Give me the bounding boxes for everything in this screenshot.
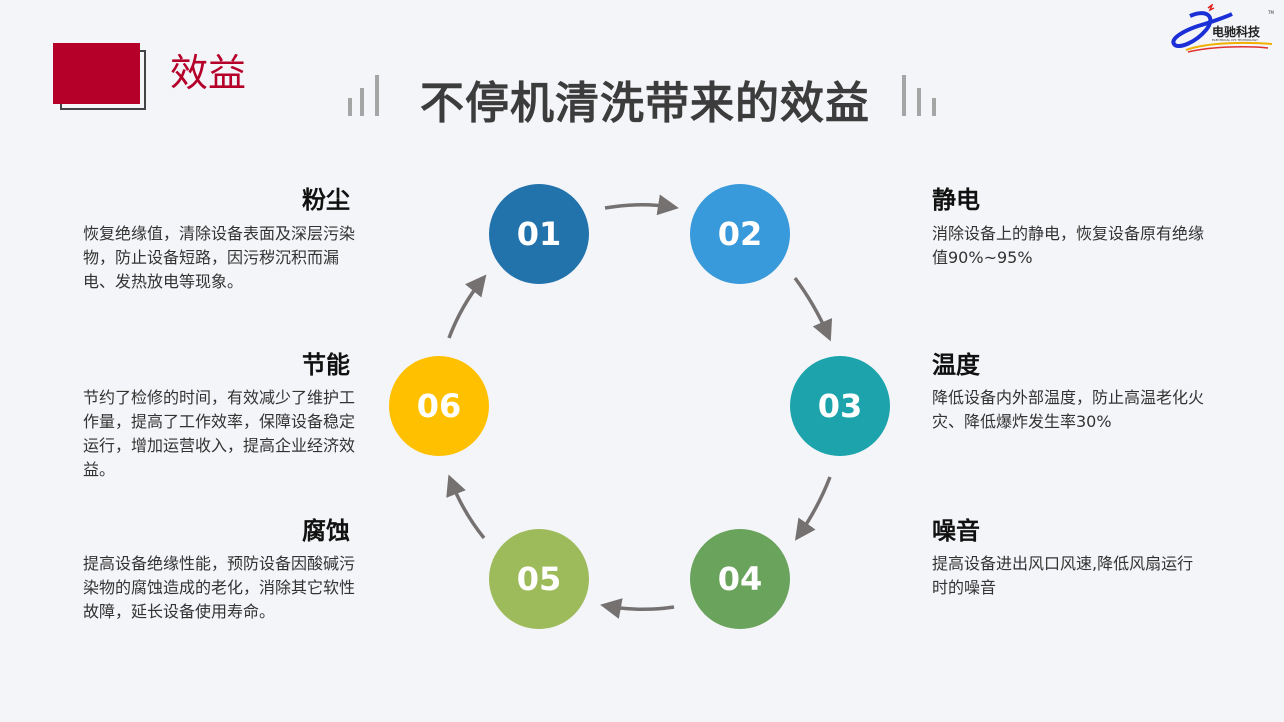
step-title-energy: 节能 bbox=[302, 351, 350, 379]
section-marker bbox=[53, 43, 140, 104]
arrow-01-02 bbox=[604, 194, 679, 216]
step-circle-04: 04 bbox=[690, 529, 790, 629]
step-circle-02: 02 bbox=[690, 184, 790, 284]
step-circle-01: 01 bbox=[489, 184, 589, 284]
arrow-03-04 bbox=[794, 476, 832, 541]
step-desc-noise: 提高设备进出风口风速,降低风扇运行时的噪音 bbox=[932, 554, 1194, 597]
step-circle-05: 05 bbox=[489, 529, 589, 629]
svg-text:TM: TM bbox=[1267, 10, 1274, 15]
step-desc-static: 消除设备上的静电，恢复设备原有绝缘值90%~95% bbox=[932, 224, 1205, 267]
step-title-dust: 粉尘 bbox=[302, 186, 350, 214]
page-title: 不停机清洗带来的效益 bbox=[420, 78, 870, 129]
step-title-corrosion: 腐蚀 bbox=[302, 517, 350, 545]
section-label: 效益 bbox=[170, 51, 247, 95]
company-logo: 电驰科技 ELECTRICAL CHI TECHNOLOGY TM bbox=[1171, 4, 1274, 53]
arrow-04-05 bbox=[600, 598, 675, 619]
step-title-temperature: 温度 bbox=[932, 351, 980, 379]
step-title-noise: 噪音 bbox=[932, 517, 980, 545]
step-circle-06: 06 bbox=[389, 356, 489, 456]
step-title-static: 静电 bbox=[932, 186, 980, 214]
svg-text:ELECTRICAL CHI TECHNOLOGY: ELECTRICAL CHI TECHNOLOGY bbox=[1212, 38, 1258, 42]
svg-text:电驰科技: 电驰科技 bbox=[1212, 24, 1261, 39]
step-desc-energy: 节约了检修的时间，有效减少了维护工作量，提高了工作效率，保障设备稳定运行，增加运… bbox=[83, 388, 356, 479]
arrow-02-03 bbox=[793, 276, 833, 342]
step-desc-corrosion: 提高设备绝缘性能，预防设备因酸碱污染物的腐蚀造成的老化，消除其它软性故障，延长设… bbox=[83, 554, 356, 621]
arrow-06-01 bbox=[447, 274, 487, 339]
arrow-05-06 bbox=[446, 474, 486, 540]
step-circle-03: 03 bbox=[790, 356, 890, 456]
step-desc-dust: 恢复绝缘值，清除设备表面及深层污染物，防止设备短路，因污秽沉积而漏电、发热放电等… bbox=[83, 224, 356, 291]
step-desc-temperature: 降低设备内外部温度，防止高温老化火灾、降低爆炸发生率30% bbox=[932, 388, 1205, 431]
